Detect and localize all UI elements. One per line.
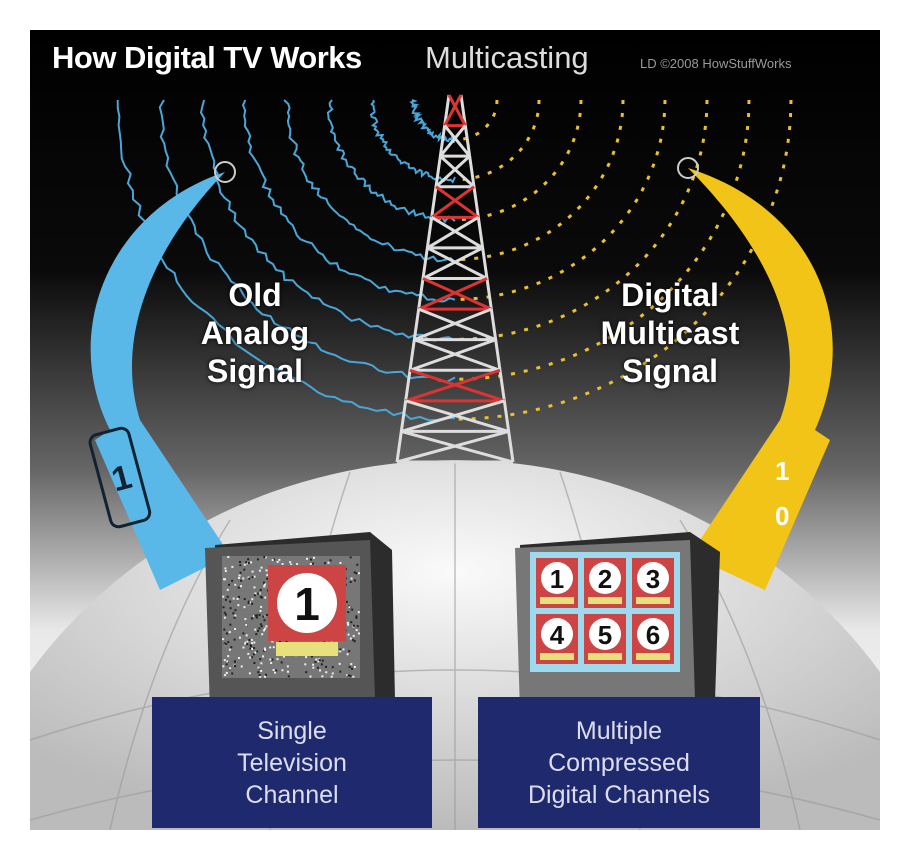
- channel-tile: 2: [584, 558, 626, 608]
- channel-tile: 6: [632, 614, 674, 664]
- subtitle: Multicasting: [425, 40, 589, 76]
- caption-line: Multiple: [478, 715, 760, 747]
- channel-tile: 3: [632, 558, 674, 608]
- label-line: Old: [160, 276, 350, 314]
- analog-tv: 1: [205, 532, 395, 712]
- caption-line: Single: [152, 715, 432, 747]
- channel-tile: 4: [536, 614, 578, 664]
- analog-channel-number: 1: [294, 578, 320, 630]
- label-line: Multicast: [560, 314, 780, 352]
- svg-text:1: 1: [775, 456, 789, 486]
- caption-line: Television: [152, 747, 432, 779]
- caption-line: Channel: [152, 779, 432, 811]
- caption-line: Digital Channels: [478, 779, 760, 811]
- analog-signal-label: Old Analog Signal: [160, 276, 350, 390]
- channel-number: 3: [646, 564, 660, 594]
- digital-tv: 1 2 3 4 5 6: [515, 532, 720, 712]
- channel-number: 5: [598, 620, 612, 650]
- svg-text:0: 0: [775, 501, 789, 531]
- caption-line: Compressed: [478, 747, 760, 779]
- digital-signal-label: Digital Multicast Signal: [560, 276, 780, 390]
- label-line: Signal: [160, 352, 350, 390]
- label-line: Digital: [560, 276, 780, 314]
- credit: LD ©2008 HowStuffWorks: [640, 56, 791, 71]
- label-line: Signal: [560, 352, 780, 390]
- title: How Digital TV Works: [52, 40, 362, 76]
- digital-caption-box: Multiple Compressed Digital Channels: [478, 697, 760, 828]
- channel-number: 6: [646, 620, 660, 650]
- channel-number: 2: [598, 564, 612, 594]
- channel-tile: 1: [536, 558, 578, 608]
- analog-caption-box: Single Television Channel: [152, 697, 432, 828]
- label-line: Analog: [160, 314, 350, 352]
- channel-number: 1: [550, 564, 564, 594]
- channel-number: 4: [550, 620, 565, 650]
- channel-tile: 5: [584, 614, 626, 664]
